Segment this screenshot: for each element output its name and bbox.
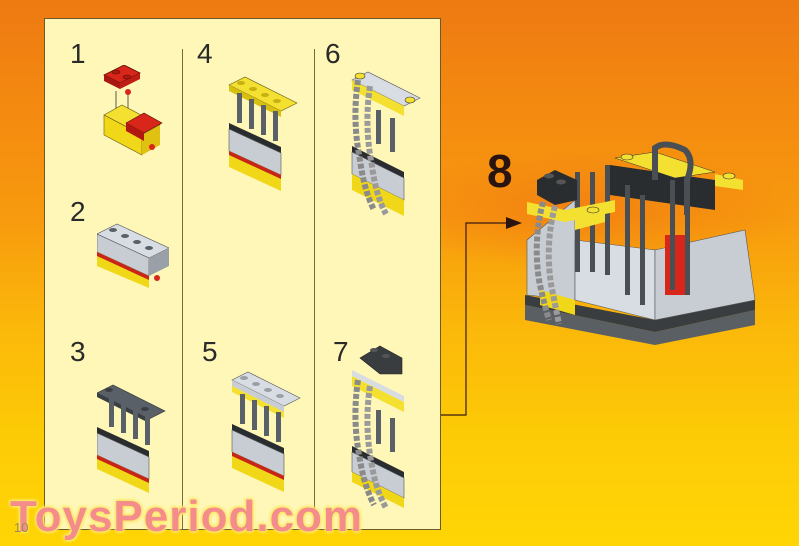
step-4-illustration (228, 76, 298, 191)
watermark: ToysPeriod.com (10, 492, 364, 541)
step-number-6: 6 (325, 38, 341, 69)
step-number-1: 1 (70, 38, 86, 69)
step-6-illustration (351, 71, 421, 216)
step-number-5: 5 (202, 336, 218, 367)
page-number: 10 (14, 520, 29, 535)
step-number-7: 7 (333, 336, 349, 367)
divider-right (314, 49, 315, 529)
step-7-illustration (351, 345, 405, 510)
divider-left (182, 49, 183, 529)
step-2-illustration (97, 223, 169, 288)
step-number-2: 2 (70, 196, 86, 227)
step-number-4: 4 (197, 38, 213, 69)
connector-arrow (441, 217, 522, 416)
step-8-illustration (525, 141, 756, 345)
step-number-8: 8 (487, 145, 513, 197)
step-3-illustration (97, 384, 166, 493)
step-number-3: 3 (70, 336, 86, 367)
step-5-illustration (231, 371, 301, 492)
step-1-illustration (103, 65, 163, 156)
